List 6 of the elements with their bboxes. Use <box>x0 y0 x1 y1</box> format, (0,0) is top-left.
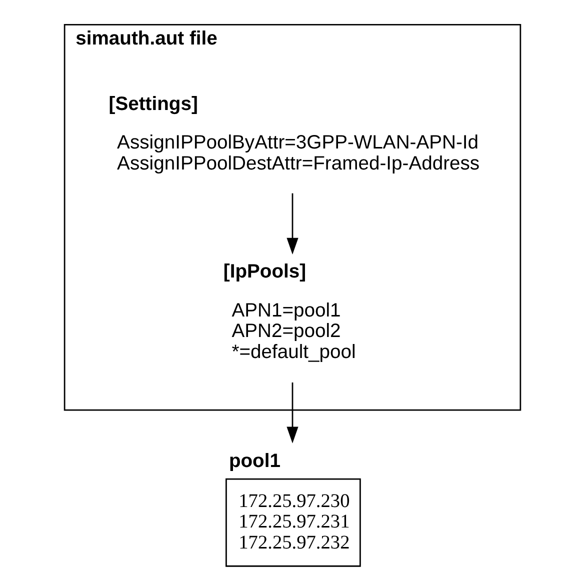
node-label: pool1 <box>228 450 280 472</box>
node-text: [IpPools] APN1=pool1 APN2=pool2 *=default_pool <box>222 262 356 363</box>
arrow <box>286 382 298 444</box>
node-text: [Settings] AssignIPPoolByAttr=3GPP-WLAN-APN-Id AssignIPPoolDestAttr=Framed-Ip-Address <box>108 94 480 174</box>
arrow <box>286 193 298 254</box>
node-box: 172.25.97.230 172.25.97.231 172.25.97.232 <box>225 478 360 567</box>
